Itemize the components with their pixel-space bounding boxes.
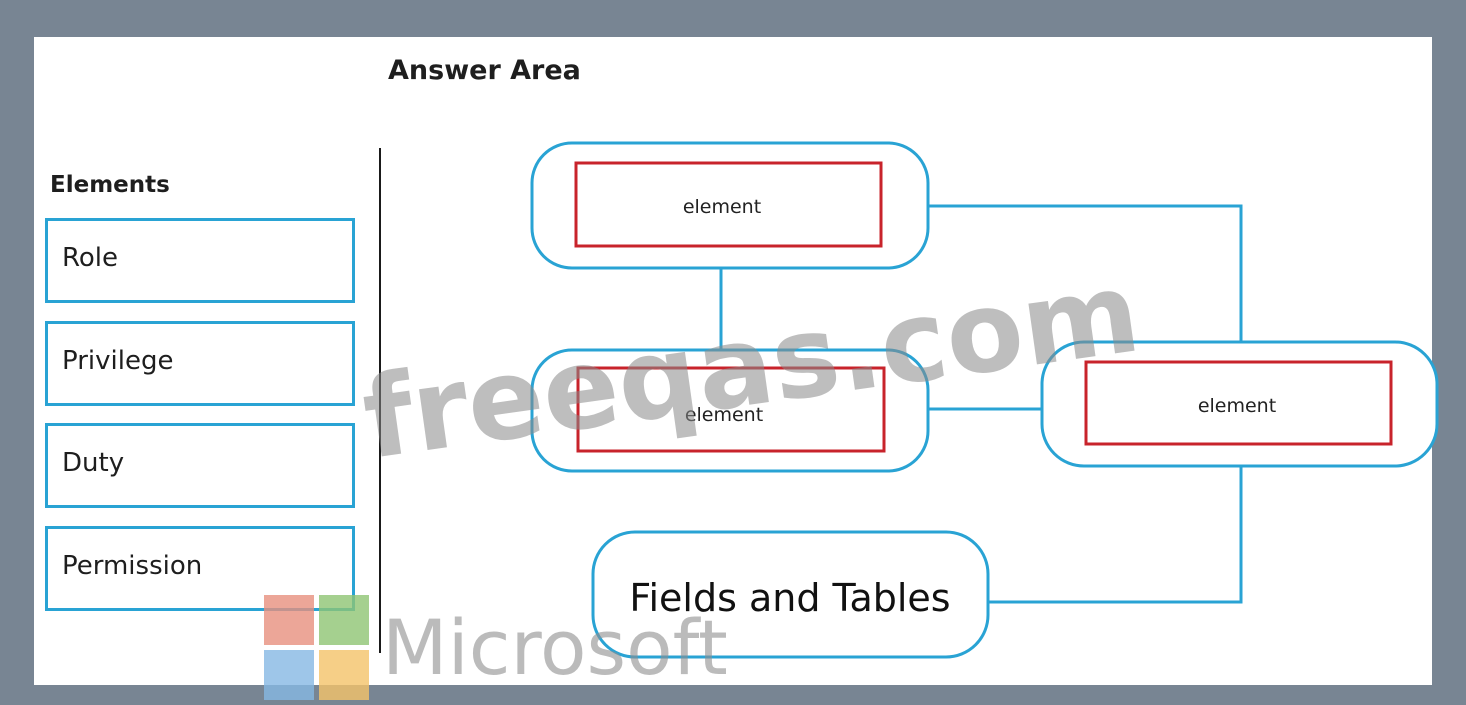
brand-watermark: Microsoft xyxy=(382,603,728,692)
drop-slot-label: element xyxy=(1198,395,1276,417)
drop-slot-label: element xyxy=(685,404,763,426)
element-option-label: Duty xyxy=(62,448,125,478)
element-option-role[interactable]: Role xyxy=(45,218,355,303)
diagram-node-right: element xyxy=(1040,340,1439,468)
element-option-label: Privilege xyxy=(62,346,174,376)
drop-slot-top[interactable] xyxy=(574,161,883,248)
diagram-node-middle: element xyxy=(530,348,930,473)
microsoft-logo-icon xyxy=(264,595,369,700)
element-option-permission[interactable]: Permission xyxy=(45,526,355,611)
fields-and-tables-node: Fields and Tables xyxy=(591,530,990,659)
diagram-node-top: element xyxy=(530,141,930,270)
panel-divider xyxy=(379,148,381,653)
fields-and-tables-outer xyxy=(591,530,990,659)
connector-top-to-right xyxy=(928,204,1243,342)
drop-slot-right[interactable] xyxy=(1084,360,1393,446)
answer-area-title: Answer Area xyxy=(388,55,581,86)
fields-and-tables-label: Fields and Tables xyxy=(629,576,950,620)
drop-slot-middle[interactable] xyxy=(576,366,886,453)
element-option-duty[interactable]: Duty xyxy=(45,423,355,508)
elements-panel-title: Elements xyxy=(50,172,170,198)
element-option-privilege[interactable]: Privilege xyxy=(45,321,355,406)
connector-right-to-fields xyxy=(988,466,1243,604)
drop-slot-label: element xyxy=(683,196,761,218)
element-option-label: Role xyxy=(62,243,119,273)
connectors xyxy=(719,204,1243,604)
element-option-label: Permission xyxy=(62,551,203,581)
